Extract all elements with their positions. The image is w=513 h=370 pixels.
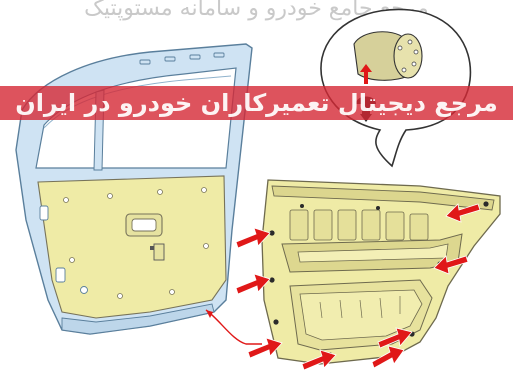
- leader-line: [206, 310, 262, 344]
- trim-panel-icon: [262, 180, 500, 364]
- watermark-band-text: مرجع دیجیتال تعمیرکاران خودرو در ایران: [0, 86, 513, 120]
